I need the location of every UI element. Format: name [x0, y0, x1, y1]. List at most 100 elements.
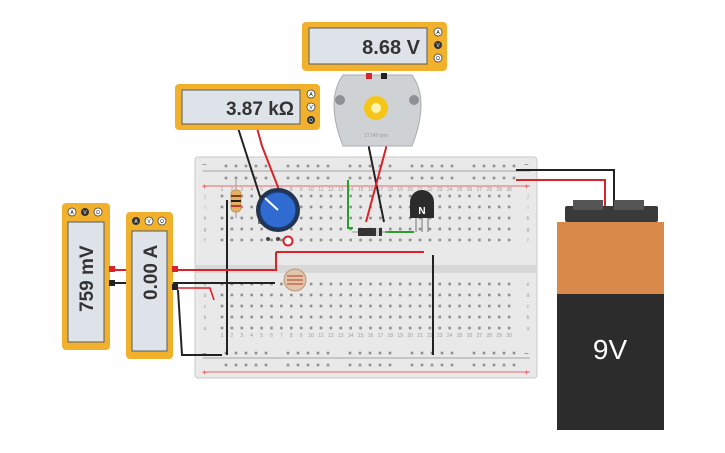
breadboard-hole[interactable]	[418, 293, 422, 297]
breadboard-hole[interactable]	[299, 238, 303, 242]
multimeter-voltage-left[interactable]: 759 mV A V Ω	[62, 203, 115, 350]
breadboard-hole[interactable]	[220, 326, 224, 330]
breadboard-hole[interactable]	[468, 194, 471, 198]
breadboard-hole[interactable]	[478, 205, 481, 209]
breadboard-hole[interactable]	[309, 304, 313, 308]
breadboard-hole[interactable]	[316, 363, 320, 367]
breadboard-hole[interactable]	[378, 176, 382, 180]
breadboard-hole[interactable]	[428, 282, 432, 286]
breadboard-hole[interactable]	[488, 238, 491, 242]
breadboard-hole[interactable]	[379, 293, 382, 297]
breadboard-hole[interactable]	[398, 293, 402, 297]
breadboard-hole[interactable]	[299, 315, 303, 319]
breadboard-hole[interactable]	[319, 282, 323, 286]
mode-button-amps[interactable]	[132, 217, 140, 225]
breadboard-hole[interactable]	[309, 282, 313, 286]
breadboard-hole[interactable]	[428, 304, 432, 308]
breadboard-hole[interactable]	[398, 227, 402, 231]
breadboard-hole[interactable]	[306, 363, 310, 367]
breadboard-hole[interactable]	[234, 164, 238, 168]
breadboard-hole[interactable]	[512, 351, 516, 355]
breadboard-hole[interactable]	[458, 326, 461, 330]
breadboard-hole[interactable]	[497, 238, 501, 242]
breadboard-hole[interactable]	[319, 315, 323, 319]
breadboard-hole[interactable]	[369, 238, 372, 242]
breadboard-hole[interactable]	[408, 304, 412, 308]
multimeter-resistance[interactable]: 3.87 kΩ A V Ω	[175, 84, 320, 130]
breadboard-hole[interactable]	[478, 238, 481, 242]
breadboard-hole[interactable]	[230, 238, 234, 242]
breadboard-hole[interactable]	[408, 282, 412, 286]
breadboard-hole[interactable]	[482, 351, 486, 355]
breadboard-hole[interactable]	[448, 227, 451, 231]
breadboard-hole[interactable]	[254, 363, 258, 367]
breadboard-hole[interactable]	[230, 315, 234, 319]
breadboard-hole[interactable]	[497, 227, 501, 231]
breadboard-hole[interactable]	[389, 315, 392, 319]
breadboard-hole[interactable]	[507, 216, 511, 220]
probe-jack-red[interactable]	[172, 266, 178, 272]
breadboard-hole[interactable]	[369, 194, 372, 198]
breadboard-hole[interactable]	[230, 216, 234, 220]
breadboard-hole[interactable]	[349, 304, 352, 308]
breadboard-hole[interactable]	[359, 238, 362, 242]
breadboard-hole[interactable]	[488, 194, 491, 198]
breadboard-hole[interactable]	[428, 227, 432, 231]
mode-button-volts[interactable]	[306, 102, 316, 112]
breadboard-hole[interactable]	[458, 293, 461, 297]
breadboard-hole[interactable]	[438, 315, 442, 319]
breadboard-hole[interactable]	[299, 194, 303, 198]
meter-mode-buttons[interactable]: A V Ω	[132, 216, 167, 226]
breadboard-hole[interactable]	[389, 194, 392, 198]
breadboard-hole[interactable]	[379, 216, 382, 220]
breadboard-hole[interactable]	[418, 282, 422, 286]
breadboard-hole[interactable]	[220, 304, 224, 308]
battery-9v[interactable]: 9V	[557, 200, 664, 430]
breadboard-hole[interactable]	[438, 216, 442, 220]
breadboard-hole[interactable]	[349, 194, 352, 198]
breadboard-hole[interactable]	[254, 164, 258, 168]
breadboard-hole[interactable]	[468, 315, 471, 319]
breadboard-hole[interactable]	[388, 363, 392, 367]
breadboard-hole[interactable]	[502, 351, 506, 355]
breadboard-hole[interactable]	[492, 351, 496, 355]
breadboard-hole[interactable]	[309, 326, 313, 330]
breadboard-hole[interactable]	[389, 216, 392, 220]
breadboard-hole[interactable]	[398, 205, 402, 209]
breadboard-hole[interactable]	[440, 164, 444, 168]
potentiometer[interactable]	[256, 188, 300, 247]
breadboard-hole[interactable]	[448, 238, 451, 242]
breadboard-hole[interactable]	[448, 282, 451, 286]
breadboard-hole[interactable]	[408, 293, 412, 297]
breadboard-hole[interactable]	[309, 227, 313, 231]
breadboard-hole[interactable]	[507, 304, 511, 308]
breadboard-hole[interactable]	[280, 304, 283, 308]
breadboard-hole[interactable]	[260, 238, 263, 242]
breadboard-hole[interactable]	[468, 238, 471, 242]
breadboard-hole[interactable]	[326, 164, 330, 168]
breadboard-hole[interactable]	[482, 164, 486, 168]
breadboard-hole[interactable]	[319, 216, 323, 220]
breadboard-hole[interactable]	[270, 293, 273, 297]
breadboard-hole[interactable]	[420, 164, 424, 168]
breadboard-hole[interactable]	[290, 227, 293, 231]
mode-button-amps[interactable]	[67, 207, 77, 217]
meter-mode-buttons[interactable]: A V Ω	[67, 207, 103, 217]
breadboard-hole[interactable]	[398, 194, 402, 198]
breadboard-hole[interactable]	[250, 304, 253, 308]
breadboard-hole[interactable]	[349, 216, 352, 220]
breadboard-hole[interactable]	[389, 282, 392, 286]
breadboard-hole[interactable]	[369, 315, 372, 319]
resistor[interactable]	[230, 180, 242, 218]
breadboard-hole[interactable]	[240, 227, 244, 231]
breadboard-hole[interactable]	[359, 194, 362, 198]
breadboard-hole[interactable]	[358, 351, 362, 355]
breadboard-hole[interactable]	[220, 293, 224, 297]
breadboard-hole[interactable]	[329, 315, 333, 319]
breadboard-hole[interactable]	[349, 293, 352, 297]
breadboard-hole[interactable]	[250, 216, 253, 220]
breadboard-hole[interactable]	[240, 293, 244, 297]
breadboard-hole[interactable]	[234, 363, 238, 367]
